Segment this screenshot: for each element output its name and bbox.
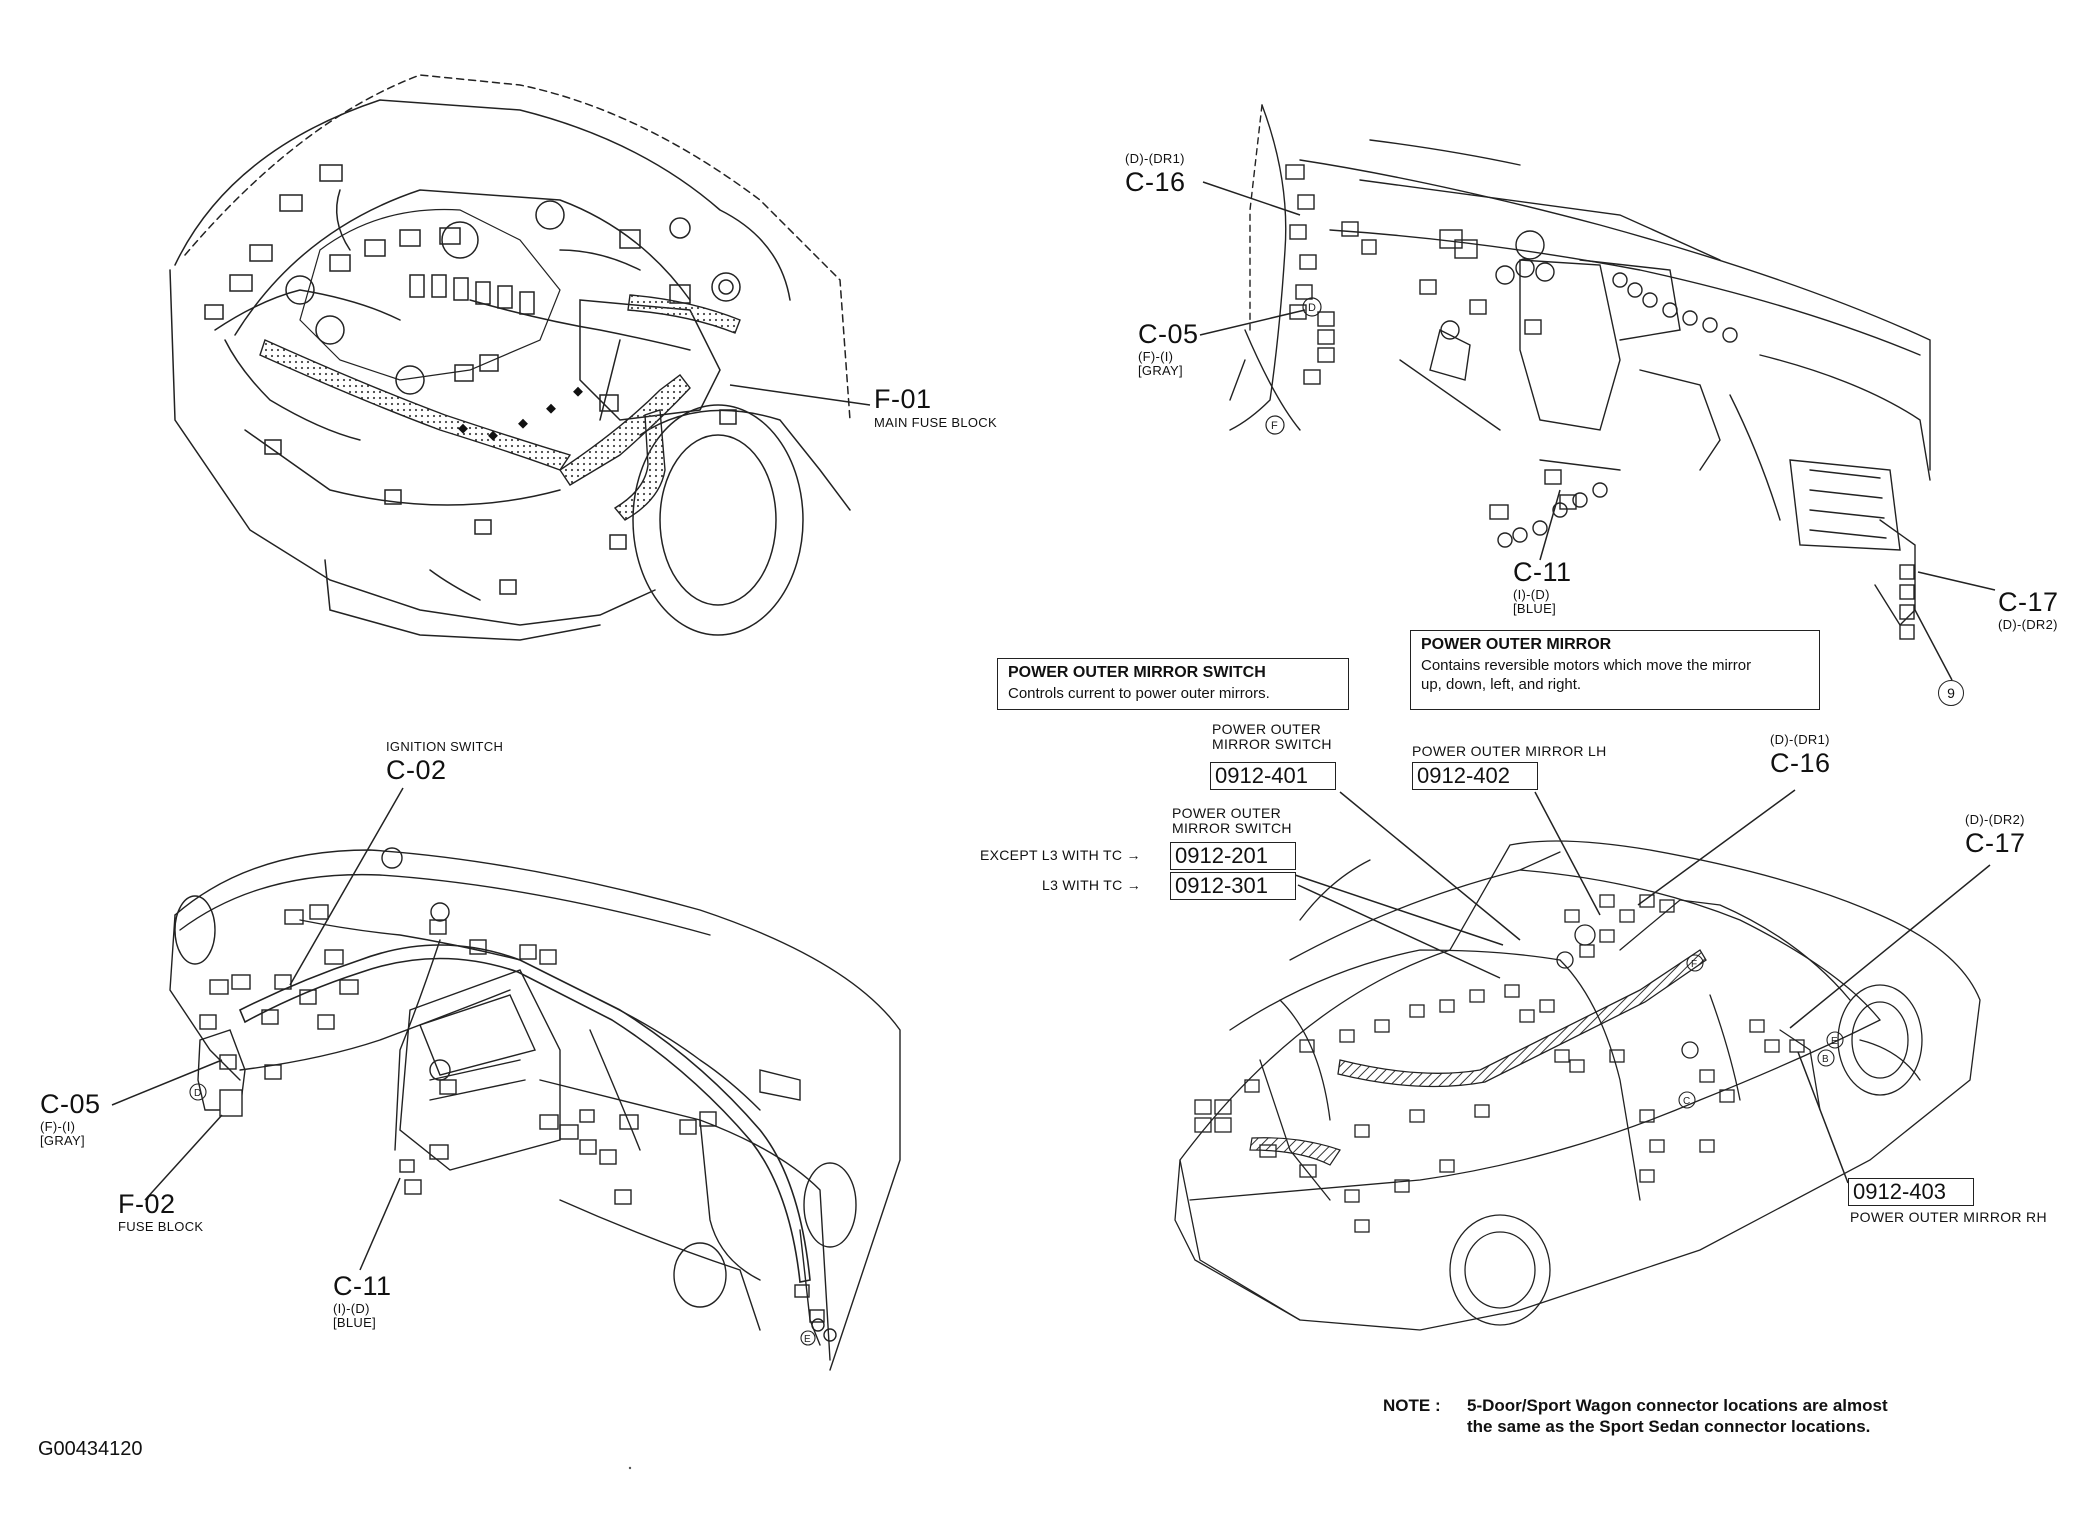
c11-bottom-code: C-11 [333,1271,392,1301]
f02-name: FUSE BLOCK [118,1219,204,1235]
main-harness-top [627,294,741,334]
scan-speck [628,1466,632,1470]
ref-401-caption: POWER OUTER MIRROR SWITCH [1212,722,1332,751]
f02-code: F-02 [118,1189,176,1219]
main-harness-band [259,339,572,471]
engine-compartment-drawing [169,74,851,641]
ref-0912-403[interactable]: 0912-403 [1848,1178,1974,1207]
harness-connector-markers [458,386,583,441]
c11-bottom-label: C-11 (I)-(D) [BLUE] [333,1272,392,1330]
mirror-switch-info-body: Controls current to power outer mirrors. [1008,685,1270,702]
svg-text:E: E [1831,1036,1838,1047]
f01-label: F-01 MAIN FUSE BLOCK [874,385,997,430]
c11-top-color: [BLUE] [1513,600,1556,616]
ignition-switch-name: IGNITION SWITCH [386,739,504,754]
ref-201-caption: POWER OUTER MIRROR SWITCH [1172,806,1292,835]
c05-bottom-code: C-05 [40,1089,101,1119]
svg-text:D: D [194,1088,201,1099]
interior-connector-tags: D F [1265,297,1322,435]
vehicle-body-drawing [1174,840,1981,1331]
svg-text:F: F [1271,420,1278,432]
bottom-left-leaders [111,787,404,1271]
c17-top-note: (D)-(DR2) [1998,617,2058,633]
ref-0912-401[interactable]: 0912-401 [1210,762,1336,791]
c02-code: C-02 [386,754,447,785]
c05-top-color: [GRAY] [1138,362,1183,378]
bottom-right-leaders [1294,789,1991,1184]
c16-top-code: C-16 [1125,166,1186,197]
dash-fuse-block [197,1029,246,1117]
svg-text:D: D [1308,302,1316,314]
note-label: NOTE : [1383,1396,1441,1415]
f02-label: F-02 FUSE BLOCK [118,1190,203,1234]
c05-top-label: C-05 (F)-(I) [GRAY] [1138,320,1199,378]
c05-bottom-label: C-05 (F)-(I) [GRAY] [40,1090,101,1148]
svg-text:F: F [1691,959,1697,970]
ref-403-caption: POWER OUTER MIRROR RH [1850,1209,2047,1225]
c16-bottom-note: (D)-(DR1) [1770,732,1830,747]
c05-bottom-note: (F)-(I) [40,1119,76,1135]
mirror-info-title: POWER OUTER MIRROR [1421,636,1612,653]
c16-top-label: (D)-(DR1) C-16 [1125,152,1186,196]
ref-401-caption-line2: MIRROR SWITCH [1212,735,1332,752]
mirror-info-box: POWER OUTER MIRROR Contains reversible m… [1410,630,1820,710]
c02-label: IGNITION SWITCH C-02 [386,740,503,784]
c11-top-code: C-11 [1513,557,1572,587]
c11-top-note: (I)-(D) [1513,587,1550,603]
c05-top-code: C-05 [1138,319,1199,349]
dash-tags: D E [189,1083,816,1346]
ref-0912-402[interactable]: 0912-402 [1412,762,1538,791]
c16-bottom-label: (D)-(DR1) C-16 [1770,733,1831,777]
mirror-info-body-line1: Contains reversible motors which move th… [1421,657,1752,674]
svg-text:C: C [1683,1096,1690,1107]
mirror-switch-info-title: POWER OUTER MIRROR SWITCH [1008,664,1266,681]
c16-top-note: (D)-(DR1) [1125,151,1185,166]
c11-top-label: C-11 (I)-(D) [BLUE] [1513,558,1572,616]
c17-bottom-note: (D)-(DR2) [1965,812,2025,827]
f01-code: F-01 [874,384,932,414]
mirror-switch-info-box: POWER OUTER MIRROR SWITCH Controls curre… [997,658,1349,710]
body-connector-tags: F C E B [1678,954,1844,1109]
mirror-info-body-line2: up, down, left, and right. [1421,675,1582,693]
c17-bottom-label: (D)-(DR2) C-17 [1965,813,2026,857]
ref-201-caption-line2: MIRROR SWITCH [1172,819,1292,836]
interior-dash-drawing [1229,104,1931,640]
c17-top-code: C-17 [1998,587,2059,617]
ref-201-condition: EXCEPT L3 WITH TC → [980,847,1141,863]
ref-0912-201[interactable]: 0912-201 [1170,842,1296,871]
body-harness-rear [1249,1137,1341,1166]
figure-id: G00434120 [38,1438,143,1460]
c11-bottom-note: (I)-(D) [333,1301,370,1317]
dashboard-drawing [169,847,901,1371]
svg-text:B: B [1822,1054,1829,1065]
c05-top-note: (F)-(I) [1138,349,1174,365]
ref-301-condition: L3 WITH TC → [1042,877,1142,893]
ref-402-caption: POWER OUTER MIRROR LH [1412,743,1607,759]
body-harness-main [1337,949,1707,1088]
dash-harness [238,944,811,1283]
ref-401-caption-line1: POWER OUTER [1212,721,1322,737]
main-harness-tail [613,409,666,521]
c17-top-label: C-17 (D)-(DR2) [1998,588,2059,632]
top-right-leaders [1199,181,1996,681]
svg-text:E: E [804,1334,811,1345]
c17-bottom-code: C-17 [1965,827,2026,858]
ref-0912-301[interactable]: 0912-301 [1170,872,1296,901]
ref-201-caption-line1: POWER OUTER [1172,805,1282,821]
c11-bottom-color: [BLUE] [333,1314,376,1330]
c16-bottom-code: C-16 [1770,747,1831,778]
c05-bottom-color: [GRAY] [40,1132,85,1148]
f01-leader [729,384,871,406]
note-line2: the same as the Sport Sedan connector lo… [1467,1417,1871,1437]
connector-9-callout: 9 [1938,680,1964,706]
main-harness-branch [559,374,691,486]
note-line1: 5-Door/Sport Wagon connector locations a… [1467,1396,1888,1415]
sedan-wagon-note: NOTE : 5-Door/Sport Wagon connector locat… [1383,1395,1888,1438]
f01-name: MAIN FUSE BLOCK [874,415,997,431]
